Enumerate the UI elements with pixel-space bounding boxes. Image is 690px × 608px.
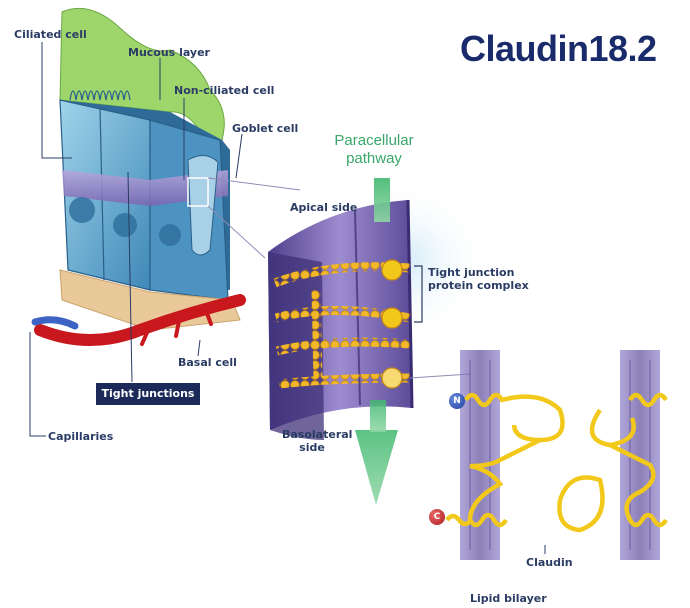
lipid-bilayer: [447, 350, 666, 560]
label-apical-side: Apical side: [290, 201, 357, 214]
c-terminus-marker: C: [429, 509, 445, 525]
label-ciliated-cell: Ciliated cell: [14, 28, 87, 41]
n-terminus-marker: N: [449, 393, 465, 409]
label-basal-cell: Basal cell: [178, 356, 237, 369]
label-paracellular-pathway: Paracellular pathway: [324, 132, 424, 168]
label-lipid-bilayer: Lipid bilayer: [470, 592, 547, 605]
magnified-junction: [268, 200, 412, 440]
page-title: Claudin18.2: [460, 28, 657, 70]
label-tight-junction-protein-complex: Tight junction protein complex: [428, 266, 529, 292]
label-tight-junctions: Tight junctions: [96, 383, 200, 405]
label-basolateral-side: Basolateral side: [282, 428, 342, 454]
label-goblet-cell: Goblet cell: [232, 122, 298, 135]
label-capillaries: Capillaries: [48, 430, 113, 443]
label-mucous-layer: Mucous layer: [128, 46, 210, 59]
label-non-ciliated-cell: Non-ciliated cell: [174, 84, 274, 97]
pathway-arrow: [355, 430, 398, 505]
label-claudin: Claudin: [526, 556, 573, 569]
